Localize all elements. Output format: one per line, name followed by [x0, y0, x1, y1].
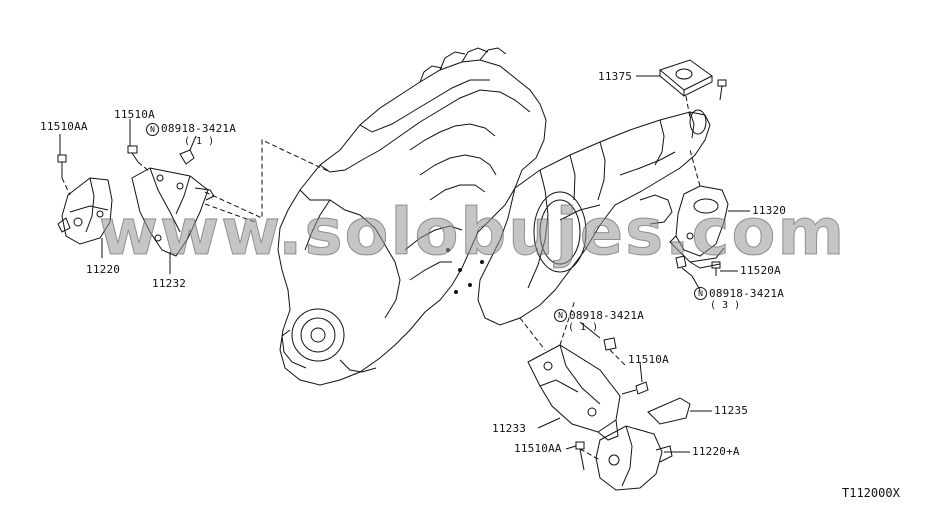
qty-08918-mid: ( 1 ): [568, 322, 599, 333]
label-11510AA-bottom: 11510AA: [514, 442, 562, 455]
label-08918-right: 08918-3421A: [709, 287, 785, 300]
label-11232: 11232: [152, 277, 187, 290]
bolt-11510A-top: [127, 145, 139, 163]
label-11233: 11233: [492, 422, 527, 435]
bolt-11375: [717, 79, 727, 101]
leader-lines: [59, 75, 750, 453]
label-11510A-top: 11510A: [114, 108, 155, 121]
nut-08918-mid: [603, 337, 617, 351]
label-11220: 11220: [86, 263, 121, 276]
label-11320: 11320: [752, 204, 787, 217]
bolt-11510AA-top: [57, 154, 67, 178]
n-mark-top: N: [146, 123, 159, 136]
n-mark-right: N: [694, 287, 707, 300]
plate-11235: [647, 397, 691, 425]
label-08918-mid: 08918-3421A: [569, 309, 645, 322]
bracket-11233: [527, 344, 621, 441]
transmission: [477, 109, 711, 326]
engine-block: [277, 47, 547, 386]
qty-08918-right: ( 3 ): [710, 300, 741, 311]
assembly-lines: [61, 95, 701, 461]
label-11235: 11235: [714, 404, 749, 417]
mount-insulator-11220: [57, 177, 113, 245]
label-11375: 11375: [598, 70, 633, 83]
mount-insulator-11220A: [595, 425, 673, 491]
bracket-11232: [131, 167, 215, 257]
bolt-11520A: [711, 261, 721, 276]
bolt-11510AA-bottom: [575, 441, 585, 471]
nut-08918-right: [675, 255, 687, 269]
label-11510A-mid: 11510A: [628, 353, 669, 366]
n-mark-mid: N: [554, 309, 567, 322]
qty-08918-top: ( 1 ): [184, 136, 215, 147]
label-11510AA-top: 11510AA: [40, 120, 88, 133]
label-11220A: 11220+A: [692, 445, 740, 458]
drawing-code: T112000X: [842, 486, 900, 500]
label-11520A: 11520A: [740, 264, 781, 277]
label-08918-top: 08918-3421A: [161, 122, 237, 135]
nut-08918-top: [179, 149, 195, 165]
bolt-11510A-mid: [621, 381, 649, 395]
mount-pad-11375: [658, 59, 713, 97]
mount-11320: [669, 185, 729, 269]
